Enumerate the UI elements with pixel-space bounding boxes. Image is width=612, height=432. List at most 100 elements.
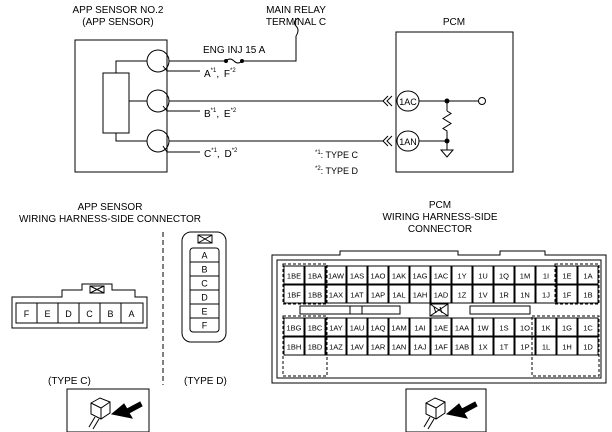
pcm-pin-label: 1AU bbox=[350, 324, 365, 333]
pcm-pin-label: 1AL bbox=[392, 291, 405, 300]
pcm-pin-label: 1J bbox=[542, 291, 550, 300]
pcm-pin-label: 1BF bbox=[287, 291, 301, 300]
pcm-pin-label: 1D bbox=[583, 343, 593, 352]
pcm-pin-cell bbox=[514, 336, 536, 356]
pcm-pin-cell bbox=[493, 284, 515, 304]
pcm-pin-label: 1C bbox=[583, 324, 593, 333]
pcm-pin-cell bbox=[472, 265, 494, 285]
pcm-pin-cell bbox=[325, 284, 347, 304]
pcm-pin-label: 1AM bbox=[391, 324, 406, 333]
pin-label-b-e: B*1, E*2 bbox=[204, 108, 237, 120]
pcm-pin-label: 1AS bbox=[350, 272, 364, 281]
pcm-pin-label: 1Y bbox=[457, 272, 466, 281]
pcm-pin-cell bbox=[514, 284, 536, 304]
type-c-view-icon-frame bbox=[66, 388, 150, 432]
pcm-pin-label: 1X bbox=[478, 343, 487, 352]
pcm-pin-label: 1AD bbox=[434, 291, 449, 300]
type-d-pin-label: A bbox=[201, 251, 207, 261]
app-connector-subtitle: WIRING HARNESS-SIDE CONNECTOR bbox=[19, 214, 201, 225]
sensor-terminal-c bbox=[146, 129, 170, 153]
pcm-pin-cell bbox=[346, 284, 368, 304]
app-sensor-title: APP SENSOR NO.2 bbox=[73, 5, 164, 16]
main-relay-terminal-label: TERMINAL C bbox=[266, 17, 326, 28]
pin-label-c-d: C*1, D*2 bbox=[204, 148, 238, 160]
pcm-pin-cell bbox=[556, 284, 578, 304]
pcm-pin-cell bbox=[367, 336, 389, 356]
pcm-pin-label: 1AE bbox=[434, 324, 448, 333]
type-c-connector-body bbox=[11, 283, 148, 329]
note-type-d: *2: TYPE D bbox=[315, 166, 359, 176]
pcm-pin-label: 1A bbox=[583, 272, 592, 281]
pcm-pin-label: 1AX bbox=[329, 291, 343, 300]
pcm-cell-grid bbox=[283, 265, 599, 356]
pcm-pin-cell bbox=[472, 284, 494, 304]
pcm-pin-label: 1BE bbox=[287, 272, 301, 281]
pcm-pin-label: 1AF bbox=[434, 343, 448, 352]
pcm-pin-label: 1Q bbox=[499, 272, 509, 281]
pcm-pin-cell bbox=[493, 265, 515, 285]
pcm-pin-cell bbox=[304, 265, 326, 285]
harness-view-icon bbox=[88, 397, 143, 430]
pcm-pin-label: 1AV bbox=[350, 343, 364, 352]
pcm-pin-cell bbox=[451, 284, 473, 304]
pcm-pin-label: 1AH bbox=[413, 291, 428, 300]
pcm-pin-label: 1AQ bbox=[370, 324, 385, 333]
pcm-pin-label: 1BB bbox=[308, 291, 322, 300]
type-d-pin-label: F bbox=[202, 321, 208, 331]
pcm-pin-label: 1BH bbox=[287, 343, 302, 352]
pcm-pin-label: 1AP bbox=[371, 291, 385, 300]
pcm-pin-label: 1BG bbox=[286, 324, 301, 333]
type-d-pin-label: E bbox=[201, 307, 207, 317]
pcm-pin-label: 1AI bbox=[414, 324, 425, 333]
type-d-pin-label: D bbox=[201, 293, 208, 303]
pcm-pin-cell bbox=[556, 317, 578, 337]
pcm-pin-cell bbox=[451, 317, 473, 337]
type-d-pin-label: C bbox=[201, 279, 208, 289]
pcm-pin-cell bbox=[283, 336, 305, 356]
pcm-pin-label: 1H bbox=[562, 343, 572, 352]
pcm-pin-label: 1O bbox=[520, 324, 530, 333]
pcm-connector-subtitle-2: CONNECTOR bbox=[408, 224, 472, 235]
app-sensor-element bbox=[102, 72, 130, 134]
pcm-pin-cell bbox=[451, 265, 473, 285]
type-c-pin-label: C bbox=[86, 309, 93, 319]
pcm-pin-label: 1V bbox=[478, 291, 487, 300]
pcm-pin-label: 1G bbox=[562, 324, 572, 333]
pcm-pin-cell bbox=[346, 336, 368, 356]
pcm-pin-label: 1B bbox=[583, 291, 592, 300]
fuse-label: ENG INJ 15 A bbox=[203, 45, 266, 56]
main-relay-label: MAIN RELAY bbox=[266, 5, 326, 16]
pcm-pin-label: 1AN bbox=[392, 343, 407, 352]
pcm-pin-label: 1BD bbox=[308, 343, 323, 352]
pcm-pin-cell bbox=[388, 317, 410, 337]
pcm-pin-label: 1F bbox=[563, 291, 572, 300]
pcm-pin-cell bbox=[577, 317, 599, 337]
pcm-view-icon-frame bbox=[405, 388, 487, 432]
pcm-pin-label: 1I bbox=[543, 272, 549, 281]
pcm-pin-label: 1AZ bbox=[329, 343, 343, 352]
pcm-pin-cell bbox=[472, 336, 494, 356]
pcm-pin-label: 1AT bbox=[350, 291, 364, 300]
pcm-pin-label: 1AC bbox=[434, 272, 449, 281]
app-connector-title: APP SENSOR bbox=[78, 202, 143, 213]
pcm-pin-cell bbox=[304, 284, 326, 304]
harness-view-icon bbox=[423, 397, 478, 430]
pcm-pin-label: 1Z bbox=[458, 291, 467, 300]
pcm-connector-body bbox=[271, 250, 607, 384]
pcm-pin-label: 1AW bbox=[328, 272, 345, 281]
pcm-connector-subtitle: WIRING HARNESS-SIDE bbox=[382, 212, 497, 223]
pcm-pin-cell bbox=[367, 284, 389, 304]
pcm-pin-cell bbox=[409, 336, 431, 356]
pcm-pin-cell bbox=[493, 317, 515, 337]
pcm-pin-cell bbox=[535, 336, 557, 356]
pcm-pin-cell bbox=[430, 265, 452, 285]
pcm-pin-cell bbox=[388, 336, 410, 356]
type-d-label: (TYPE D) bbox=[184, 376, 227, 387]
pin-label-a-f: A*1, F*2 bbox=[204, 68, 236, 80]
app-sensor-box bbox=[74, 39, 168, 173]
pcm-pin-cell bbox=[577, 336, 599, 356]
type-d-pin-label: B bbox=[201, 265, 207, 275]
pcm-pin-label: 1AK bbox=[392, 272, 406, 281]
pcm-connector-title: PCM bbox=[429, 200, 451, 211]
